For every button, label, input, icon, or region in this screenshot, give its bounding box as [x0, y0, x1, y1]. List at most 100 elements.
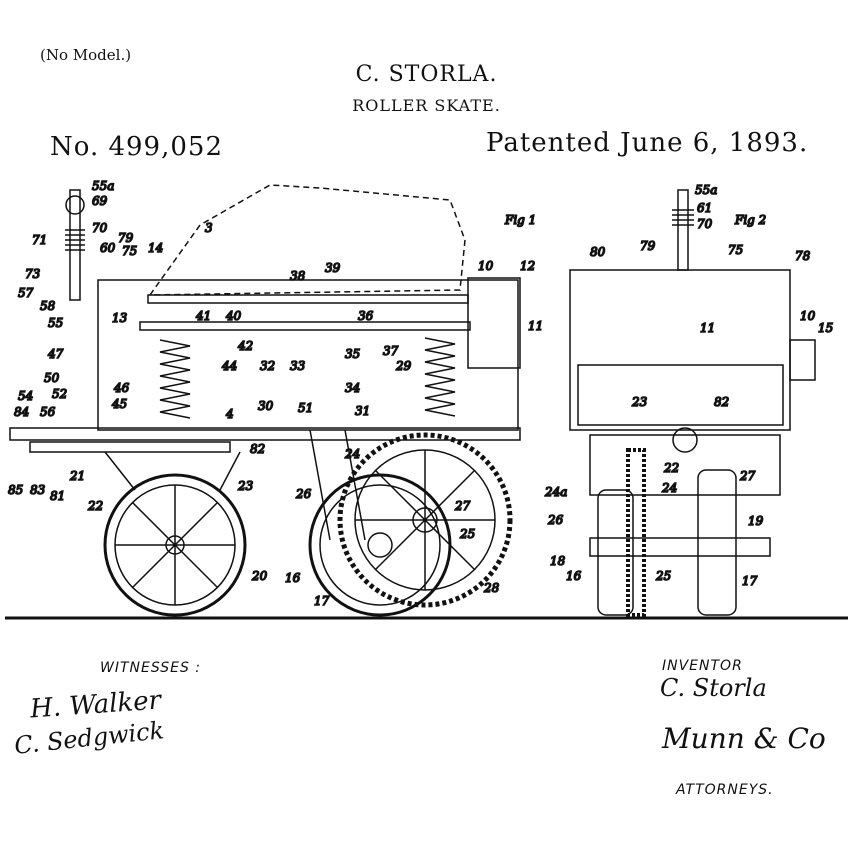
- ref-numeral: 26: [547, 513, 564, 527]
- end-box: [569, 269, 791, 431]
- front-hub: [367, 532, 393, 558]
- ref-numeral: 28: [483, 581, 500, 595]
- fig2-reference-numerals: 55a 61 70 80 79 75 78 11 10 15 23 82 22 …: [543, 182, 834, 589]
- ref-numeral: 80: [590, 245, 606, 259]
- ref-numeral: 17: [314, 594, 330, 608]
- ref-numeral: 32: [260, 359, 275, 373]
- ref-numeral: 25: [655, 569, 671, 583]
- ref-numeral: 73: [25, 267, 41, 281]
- inventor-label: INVENTOR: [662, 658, 743, 674]
- end-gear: [626, 448, 646, 617]
- ref-numeral: 84: [14, 405, 29, 419]
- post-spring: [65, 229, 85, 251]
- ref-numeral: 24: [661, 481, 677, 495]
- fig1-side-view: [9, 184, 521, 617]
- ref-numeral: 50: [44, 371, 60, 385]
- ref-numeral: 10: [800, 309, 816, 323]
- ref-numeral: 34: [345, 381, 360, 395]
- ref-numeral: 38: [290, 269, 306, 283]
- ref-numeral: 52: [52, 387, 67, 401]
- gear-rack: [29, 441, 231, 453]
- spring-left: [159, 339, 191, 419]
- fig1-reference-numerals: 55a 69 70 71 73 79 60 75 14 57 58 55 47 …: [7, 178, 544, 609]
- patent-number: No. 499,052: [50, 132, 223, 162]
- front-wheel: [308, 473, 452, 617]
- ref-numeral: 19: [748, 514, 764, 528]
- ref-numeral: 39: [325, 261, 341, 275]
- ref-numeral: 30: [258, 399, 274, 413]
- ref-numeral: 22: [663, 461, 679, 475]
- ref-numeral: 44: [221, 359, 237, 373]
- ref-numeral: 17: [742, 574, 758, 588]
- ref-numeral: 55: [48, 316, 63, 330]
- witnesses-label: WITNESSES :: [100, 660, 202, 676]
- ref-numeral: 81: [50, 489, 65, 503]
- foot-plate: [147, 294, 469, 304]
- ref-numeral: 10: [478, 259, 494, 273]
- inventor-signature: C. Storla: [660, 674, 767, 702]
- ref-numeral: 16: [566, 569, 582, 583]
- ref-numeral: 41: [195, 309, 211, 323]
- invention-title: ROLLER SKATE.: [352, 96, 501, 115]
- ref-numeral: 55a: [92, 179, 114, 193]
- inventor-name-heading: C. STORLA.: [355, 62, 498, 87]
- ref-numeral: 24: [344, 447, 360, 461]
- front-leg: [309, 429, 366, 541]
- patent-date: Patented June 6, 1893.: [486, 128, 809, 158]
- ref-numeral: 31: [355, 404, 370, 418]
- end-frame: [589, 434, 781, 496]
- ref-numeral: 83: [30, 483, 46, 497]
- end-wheel-left: [597, 489, 634, 616]
- frame-box: [97, 279, 519, 431]
- ref-numeral: 22: [87, 499, 103, 513]
- ref-numeral: 47: [47, 347, 64, 361]
- ref-numeral: 16: [285, 571, 301, 585]
- ref-numeral: 51: [298, 401, 313, 415]
- ref-numeral: 3: [205, 221, 213, 235]
- rear-wheel: [103, 473, 247, 617]
- ref-numeral: 79: [640, 239, 656, 253]
- shoe-outline: [149, 184, 466, 296]
- ref-numeral: 75: [122, 244, 137, 258]
- ref-numeral: 75: [728, 243, 743, 257]
- rear-leg: [104, 451, 241, 491]
- ref-numeral: 78: [795, 249, 811, 263]
- ref-numeral: 4: [225, 407, 234, 421]
- attorneys-signature: Munn & Co: [662, 722, 826, 755]
- fig2-end-view: [569, 189, 816, 617]
- attorneys-label: ATTORNEYS.: [676, 782, 774, 798]
- ref-numeral: 25: [459, 527, 475, 541]
- ref-numeral: 26: [295, 487, 312, 501]
- ref-numeral: 35: [345, 347, 360, 361]
- battery-box: [467, 277, 521, 369]
- fig2-label: Fig 2: [734, 213, 766, 227]
- ref-numeral: 23: [237, 479, 254, 493]
- ref-numeral: 70: [92, 221, 108, 235]
- ref-numeral: 82: [250, 442, 265, 456]
- ref-numeral: 14: [148, 241, 163, 255]
- ref-numeral: 27: [454, 499, 471, 513]
- ref-numeral: 60: [100, 241, 116, 255]
- ref-numeral: 54: [18, 389, 33, 403]
- ref-numeral: 24a: [544, 485, 567, 499]
- ref-numeral: 33: [290, 359, 306, 373]
- no-model-note: (No Model.): [40, 46, 132, 64]
- ref-numeral: 71: [32, 233, 47, 247]
- ref-numeral: 46: [113, 381, 130, 395]
- ref-numeral: 29: [395, 359, 412, 373]
- ref-numeral: 18: [550, 554, 566, 568]
- ref-numeral: 69: [92, 194, 108, 208]
- patent-drawing: Fig 1 Fig 2 55a 69 70 71 73 79 60 75 14 …: [5, 178, 848, 620]
- ref-numeral: 36: [358, 309, 374, 323]
- ref-numeral: 79: [118, 231, 134, 245]
- ref-numeral: 56: [40, 405, 56, 419]
- end-post: [677, 189, 689, 271]
- fig1-label: Fig 1: [504, 213, 536, 227]
- ref-numeral: 11: [700, 321, 715, 335]
- post-knob: [65, 195, 85, 215]
- ref-numeral: 85: [8, 483, 23, 497]
- ref-numeral: 11: [528, 319, 543, 333]
- ref-numeral: 42: [237, 339, 253, 353]
- ref-numeral: 37: [383, 344, 399, 358]
- end-wheel-right: [697, 469, 737, 616]
